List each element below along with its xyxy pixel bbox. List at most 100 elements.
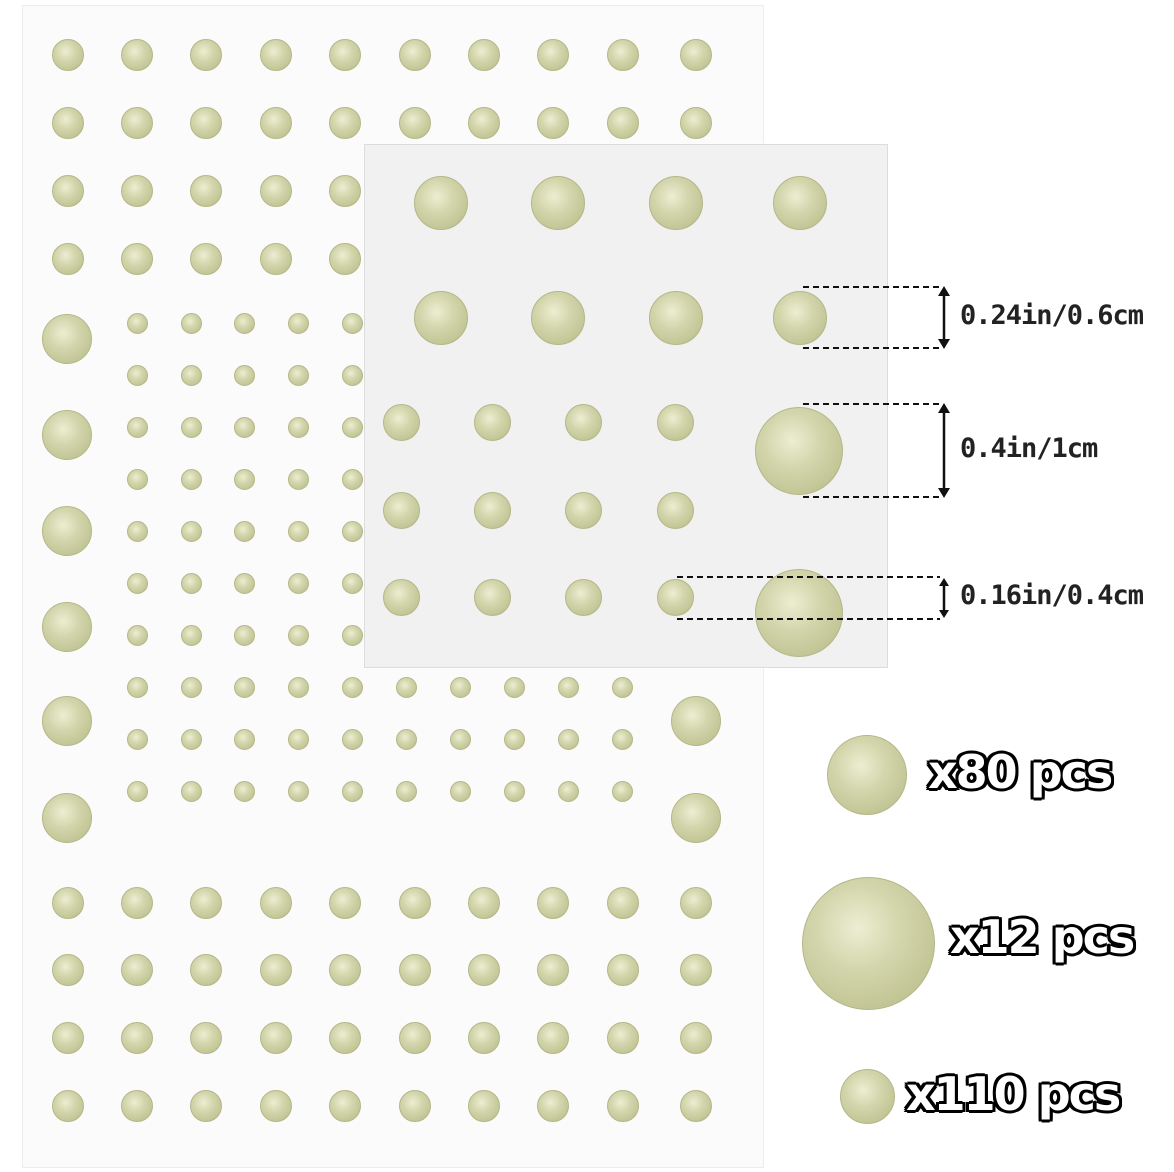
sheet-dot-small (287, 573, 309, 594)
inset-dot-medium (414, 176, 468, 230)
sheet-dot-small (341, 625, 363, 647)
sheet-dot-small (180, 364, 202, 386)
sheet-dot-medium (329, 39, 361, 71)
sheet-dot-small (126, 468, 148, 490)
sheet-dot-small (126, 520, 148, 542)
sheet-dot-small (557, 729, 579, 751)
sheet-dot-medium (190, 39, 222, 71)
sheet-dot-medium (121, 243, 153, 275)
sheet-dot-medium (260, 954, 292, 986)
inset-dot-small (382, 491, 420, 529)
count-label-small: x110 pcs (906, 1067, 1121, 1121)
sheet-dot-medium (260, 39, 292, 71)
sheet-dot-medium (399, 954, 431, 986)
sheet-dot-large (42, 506, 92, 556)
sheet-dot-medium (121, 1090, 153, 1122)
sheet-dot-medium (537, 39, 569, 71)
sheet-dot-small (233, 573, 255, 594)
sheet-dot-small (341, 573, 363, 594)
count-label-large: x12 pcs (950, 910, 1135, 964)
sheet-dot-small (287, 520, 309, 542)
sheet-dot-medium (52, 1022, 84, 1054)
sheet-dot-small (611, 729, 633, 751)
sheet-dot-medium (52, 887, 84, 919)
sheet-dot-medium (190, 1022, 222, 1054)
sheet-dot-small (611, 781, 633, 803)
inset-dot-small (473, 578, 511, 616)
sheet-dot-medium (468, 1090, 500, 1122)
sheet-dot-small (341, 781, 363, 803)
sheet-dot-medium (190, 175, 222, 207)
inset-dot-large (755, 407, 843, 495)
sheet-dot-small (287, 468, 309, 490)
sheet-dot-small (180, 625, 202, 647)
sheet-dot-medium (260, 243, 292, 275)
sheet-dot-medium (537, 954, 569, 986)
sheet-dot-large (42, 793, 92, 843)
sheet-dot-small (233, 364, 255, 386)
sheet-dot-medium (468, 1022, 500, 1054)
sheet-dot-small (126, 312, 148, 334)
sheet-dot-large (42, 410, 92, 460)
sheet-dot-medium (329, 1022, 361, 1054)
inset-dot-medium (773, 176, 827, 230)
inset-dot-small (564, 403, 602, 441)
sheet-dot-medium (329, 1090, 361, 1122)
sheet-dot-medium (537, 887, 569, 919)
sheet-dot-medium (399, 1090, 431, 1122)
inset-dot-small (382, 403, 420, 441)
sheet-dot-medium (537, 107, 569, 139)
sheet-dot-small (395, 729, 417, 751)
sheet-dot-small (180, 520, 202, 542)
size-label-large: 0.4in/1cm (960, 433, 1098, 464)
sheet-dot-small (180, 468, 202, 490)
inset-dot-large (755, 569, 843, 657)
inset-dot-small (473, 491, 511, 529)
sheet-dot-large (671, 793, 721, 843)
sheet-dot-medium (52, 39, 84, 71)
sheet-dot-medium (329, 954, 361, 986)
sheet-dot-medium (607, 887, 639, 919)
sheet-dot-large (671, 696, 721, 746)
sheet-dot-small (126, 781, 148, 803)
sheet-dot-medium (680, 954, 712, 986)
sheet-dot-medium (52, 1090, 84, 1122)
legend-dot-large (802, 877, 935, 1010)
legend-dot-medium (827, 735, 907, 815)
sheet-dot-medium (680, 1022, 712, 1054)
sheet-dot-medium (260, 1022, 292, 1054)
sheet-dot-medium (121, 954, 153, 986)
sheet-dot-medium (399, 39, 431, 71)
sheet-dot-small (395, 781, 417, 803)
sheet-dot-medium (537, 1022, 569, 1054)
sheet-dot-medium (607, 107, 639, 139)
sheet-dot-medium (190, 243, 222, 275)
count-label-medium: x80 pcs (928, 745, 1113, 799)
sheet-dot-medium (680, 107, 712, 139)
sheet-dot-medium (329, 243, 361, 275)
sheet-dot-small (126, 364, 148, 386)
inset-dot-medium (414, 291, 468, 345)
inset-dot-medium (531, 176, 585, 230)
sheet-dot-medium (121, 1022, 153, 1054)
sheet-dot-medium (329, 887, 361, 919)
sheet-dot-medium (468, 107, 500, 139)
sheet-dot-large (42, 314, 92, 364)
sheet-dot-medium (190, 107, 222, 139)
sheet-dot-small (126, 573, 148, 594)
sheet-dot-medium (537, 1090, 569, 1122)
sheet-dot-medium (260, 887, 292, 919)
inset-dot-medium (649, 291, 703, 345)
sheet-dot-small (287, 416, 309, 438)
sheet-dot-small (503, 729, 525, 751)
sheet-dot-medium (190, 954, 222, 986)
sheet-dot-small (180, 781, 202, 803)
sheet-dot-medium (329, 175, 361, 207)
sheet-dot-small (233, 468, 255, 490)
sheet-dot-medium (260, 175, 292, 207)
sheet-dot-medium (52, 954, 84, 986)
sheet-dot-small (126, 416, 148, 438)
sheet-dot-small (126, 677, 148, 699)
sheet-dot-medium (52, 243, 84, 275)
